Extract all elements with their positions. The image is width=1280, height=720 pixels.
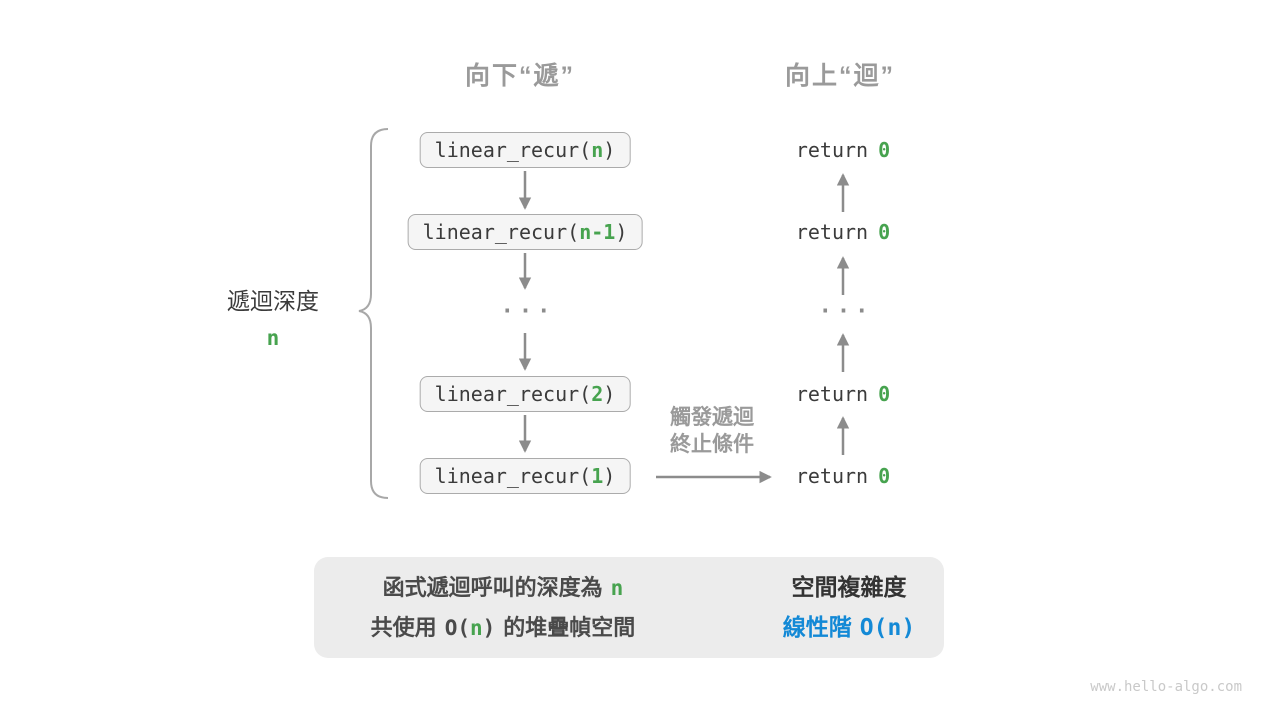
call-box-n: linear_recur(n) [419,132,631,168]
terminate-line2: 終止條件 [670,433,754,456]
depth-brace [358,128,389,499]
ellipsis-returns: ... [818,293,874,319]
call-arg: n-1 [579,220,616,244]
summary-line2-open: O( [444,615,470,640]
header-ascend: 向上“迴” [784,62,896,90]
depth-label-text: 遞迴深度 [227,288,319,314]
complexity-order-label: 線性階 [782,614,852,640]
return-keyword: return [795,138,869,162]
call-box-n-1: linear_recur(n-1) [407,214,643,250]
terminate-line1: 觸發遞迴 [670,406,754,429]
space-complexity-value: 線性階 O(n) [783,607,915,648]
summary-line2-pre: 共使用 [370,614,437,640]
return-keyword: return [795,464,869,488]
return-statement: return 0 [796,464,890,488]
summary-line2-n: n [469,615,483,640]
summary-line1-value: n [610,575,624,600]
depth-label-value: n [266,326,280,350]
terminate-condition-label: 觸發遞迴 終止條件 [670,404,754,458]
call-arg: 1 [591,464,604,488]
space-complexity-title: 空間複雜度 [791,574,907,600]
recursion-depth-label: 遞迴深度 n [227,282,319,350]
summary-right-text: 空間複雜度 線性階 O(n) [754,557,944,658]
return-value: 0 [878,382,891,406]
return-value: 0 [878,464,891,488]
return-keyword: return [795,220,869,244]
return-value: 0 [878,220,891,244]
call-prefix: linear_recur( [422,220,580,244]
summary-line2-post: 的堆疊幀空間 [503,614,636,640]
return-statement: return 0 [796,220,890,244]
watermark: www.hello-algo.com [1090,679,1242,695]
call-box-2: linear_recur(2) [419,376,631,412]
call-arg: 2 [591,382,604,406]
call-box-1: linear_recur(1) [419,458,631,494]
call-suffix: ) [603,138,616,162]
return-value: 0 [878,138,891,162]
call-suffix: ) [603,464,616,488]
return-statement: return 0 [796,138,890,162]
header-descend: 向下“遞” [464,62,576,90]
summary-line1: 函式遞迴呼叫的深度為 n [383,568,624,608]
ellipsis-calls: ... [500,293,556,319]
call-prefix: linear_recur( [434,382,592,406]
call-suffix: ) [615,220,628,244]
return-statement: return 0 [796,382,890,406]
complexity-big-o: O(n) [859,615,916,641]
summary-line1-text: 函式遞迴呼叫的深度為 [382,574,603,600]
call-suffix: ) [603,382,616,406]
call-prefix: linear_recur( [434,138,592,162]
summary-line2: 共使用 O(n) 的堆疊幀空間 [371,608,636,648]
call-arg: n [591,138,604,162]
return-keyword: return [795,382,869,406]
summary-line2-close: ) [482,615,496,640]
call-prefix: linear_recur( [434,464,592,488]
